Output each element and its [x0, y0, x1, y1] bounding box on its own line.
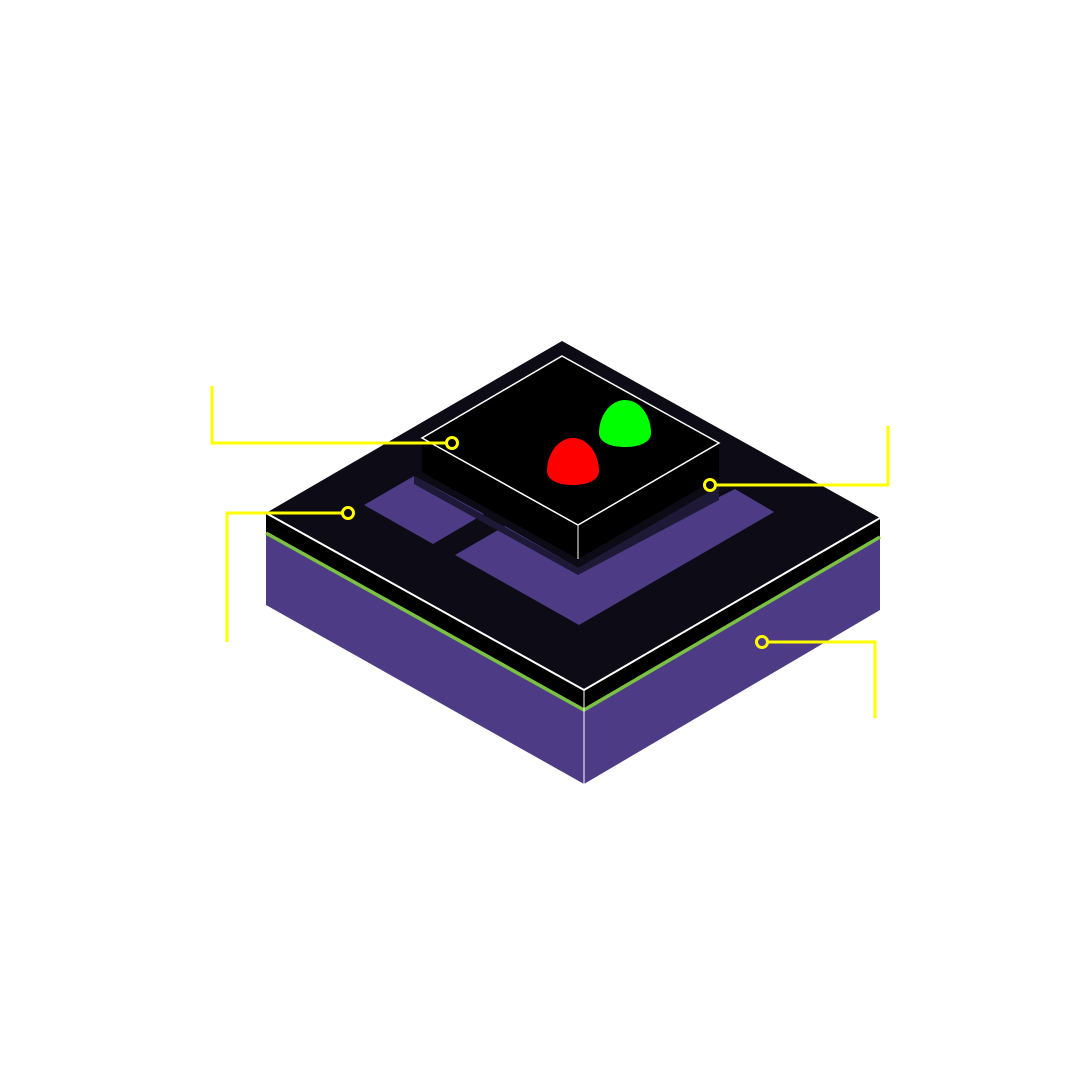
callout-leader-line	[225, 511, 342, 642]
blue-led-dome	[547, 438, 599, 485]
callout-leader-line	[716, 426, 890, 487]
callout-substrate-side	[755, 635, 877, 718]
die-right-face	[578, 443, 719, 559]
callout-die-edge	[703, 426, 890, 492]
green-led-dome	[510, 391, 562, 438]
callout-leader-line	[210, 386, 446, 445]
contact-pads	[364, 476, 774, 625]
die-shadow	[414, 476, 719, 575]
callout-marker	[703, 478, 717, 492]
callout-substrate-top	[225, 506, 355, 642]
substrate-rim-right	[584, 518, 880, 712]
callout-marker	[755, 635, 769, 649]
contact-pad-small	[364, 476, 484, 544]
callouts	[210, 386, 890, 718]
red-led-dome	[599, 400, 651, 447]
led-emitters	[510, 391, 651, 485]
contact-pad-large	[455, 489, 774, 625]
substrate-right-face	[584, 538, 880, 784]
die-left-face	[422, 438, 578, 559]
callout-marker	[341, 506, 355, 520]
substrate-rim-left	[266, 513, 584, 712]
substrate-left-face	[266, 535, 584, 784]
callout-die-top	[210, 386, 459, 450]
callout-leader-line	[768, 640, 877, 718]
callout-marker	[445, 436, 459, 450]
